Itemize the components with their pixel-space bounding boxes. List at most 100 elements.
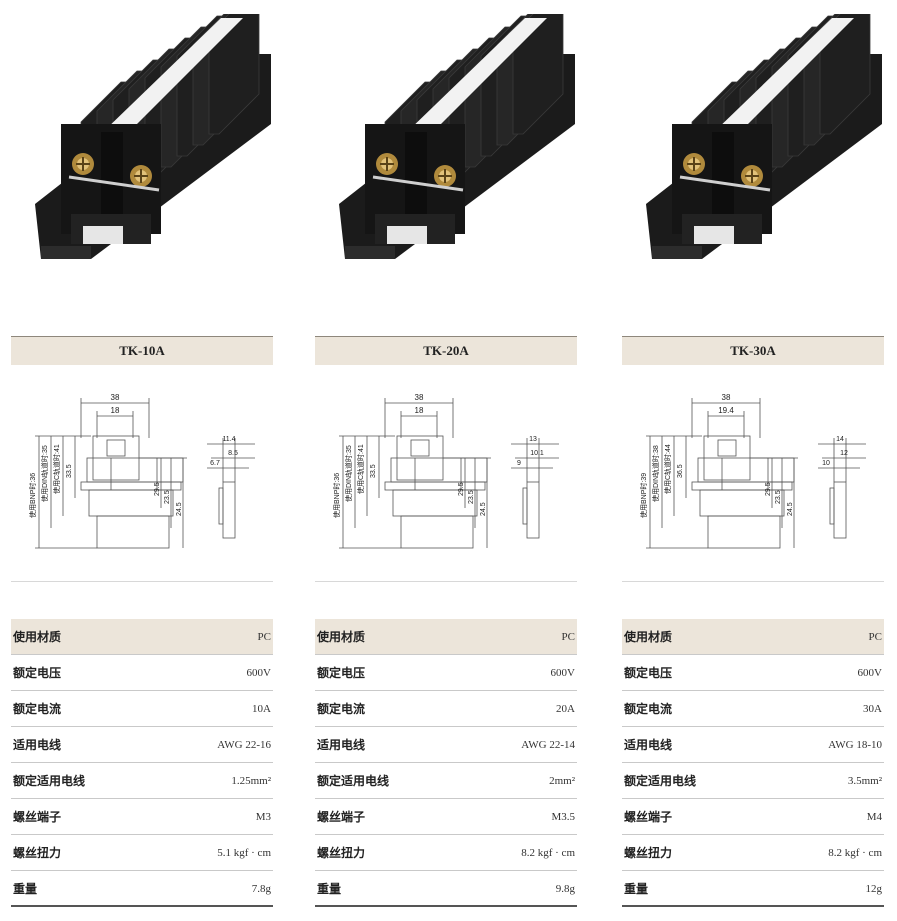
spec-label: 额定适用电线 — [317, 774, 390, 788]
spec-value: AWG 22-16 — [217, 739, 271, 751]
spec-value: 9.8g — [555, 883, 575, 895]
spec-row: 适用电线 AWG 22-14 — [315, 727, 577, 763]
spec-row: 螺丝端子 M4 — [622, 799, 884, 835]
spec-label: 额定电压 — [624, 666, 673, 680]
spec-row: 额定电流 10A — [11, 691, 273, 727]
dim-side-3: 9 — [517, 460, 521, 467]
terminal-block-photo — [35, 14, 271, 259]
spec-label: 额定电流 — [317, 702, 366, 716]
spec-row: 螺丝扭力 5.1 kgf · cm — [11, 835, 273, 871]
product-column: TK-10A — [11, 0, 273, 921]
spec-value: 7.8g — [251, 883, 271, 895]
spec-label: 螺丝端子 — [317, 810, 366, 824]
dim-side-3: 10 — [822, 460, 830, 467]
terminal-block-photo — [339, 14, 575, 259]
model-name: TK-10A — [119, 343, 165, 358]
spec-row: 使用材质 PC — [315, 619, 577, 655]
dim-side-2: 8.5 — [228, 450, 238, 457]
spec-label: 适用电线 — [13, 738, 62, 752]
spec-value: 8.2 kgf · cm — [828, 847, 882, 859]
spec-row: 额定电压 600V — [315, 655, 577, 691]
model-header: TK-10A — [11, 336, 273, 365]
spec-value: PC — [257, 631, 271, 643]
spec-label: 使用材质 — [624, 630, 673, 644]
dim-top-outer: 38 — [415, 393, 424, 402]
spec-value: 3.5mm² — [847, 775, 882, 787]
dim-side-1: 11.4 — [222, 436, 235, 443]
spec-row: 额定适用电线 1.25mm² — [11, 763, 273, 799]
dim-left-a: 使用BNP时:39 — [639, 473, 648, 518]
spec-row: 额定电压 600V — [622, 655, 884, 691]
spec-row: 重量 9.8g — [315, 871, 577, 907]
spec-row: 螺丝扭力 8.2 kgf · cm — [315, 835, 577, 871]
spec-label: 额定电压 — [13, 666, 62, 680]
dim-right-b: 23.5 — [775, 490, 782, 504]
dim-right-b: 23.5 — [164, 490, 171, 504]
spec-value: PC — [561, 631, 575, 643]
screw-terminal — [434, 165, 456, 187]
spec-value: AWG 18-10 — [828, 739, 882, 751]
spec-value: 600V — [246, 667, 271, 679]
spec-row: 使用材质 PC — [11, 619, 273, 655]
dim-top-inner: 19.4 — [718, 406, 734, 415]
divider — [315, 581, 577, 582]
housing-fin — [512, 14, 564, 135]
spec-label: 适用电线 — [317, 738, 366, 752]
dim-top-outer: 38 — [111, 393, 120, 402]
model-name: TK-20A — [423, 343, 469, 358]
screw-terminal — [683, 153, 705, 175]
spec-label: 螺丝端子 — [624, 810, 673, 824]
dimension-drawing: 38 18 使用BNP时:36 使用DIN轨道时:35 使用C轨道时:41 33… — [332, 393, 559, 549]
spec-value: M4 — [866, 811, 882, 823]
spec-value: 600V — [857, 667, 882, 679]
spec-row: 额定适用电线 3.5mm² — [622, 763, 884, 799]
spec-label: 额定电压 — [317, 666, 366, 680]
spec-row: 适用电线 AWG 18-10 — [622, 727, 884, 763]
spec-table: 使用材质 PC 额定电压 600V 额定电流 30A 适用电线 AWG 18-1… — [622, 619, 884, 907]
spec-row: 螺丝端子 M3 — [11, 799, 273, 835]
dim-right-c: 24.5 — [176, 502, 183, 516]
spec-label: 额定适用电线 — [624, 774, 697, 788]
spec-value: 5.1 kgf · cm — [217, 847, 271, 859]
dim-left-c: 使用C轨道时:41 — [52, 444, 61, 494]
dim-left-d: 33.5 — [370, 464, 377, 478]
spec-label: 额定电流 — [624, 702, 673, 716]
dim-top-inner: 18 — [415, 406, 424, 415]
spec-row: 适用电线 AWG 22-16 — [11, 727, 273, 763]
dim-side-1: 13 — [529, 436, 537, 443]
model-header: TK-30A — [622, 336, 884, 365]
spec-value: 8.2 kgf · cm — [521, 847, 575, 859]
spec-table: 使用材质 PC 额定电压 600V 额定电流 20A 适用电线 AWG 22-1… — [315, 619, 577, 907]
dim-left-b: 使用DIN轨道时:35 — [40, 445, 49, 502]
spec-value: PC — [868, 631, 882, 643]
product-column: TK-20A — [315, 0, 577, 921]
spec-label: 额定适用电线 — [13, 774, 86, 788]
spec-label: 适用电线 — [624, 738, 673, 752]
spec-row: 重量 7.8g — [11, 871, 273, 907]
dim-right-c: 24.5 — [787, 502, 794, 516]
dim-right-a: 29.5 — [765, 482, 772, 496]
model-header: TK-20A — [315, 336, 577, 365]
spec-value: 1.25mm² — [231, 775, 271, 787]
terminal-block-photo — [646, 14, 882, 259]
dimension-drawing: 38 19.4 使用BNP时:39 使用DIN轨道时:38 使用C轨道时:44 … — [639, 393, 866, 549]
spec-label: 螺丝扭力 — [317, 846, 366, 860]
spec-label: 重量 — [13, 882, 38, 896]
spec-value: M3.5 — [551, 811, 575, 823]
dim-side-2: 10.1 — [530, 450, 544, 457]
spec-row: 额定电流 30A — [622, 691, 884, 727]
dim-left-d: 36.5 — [677, 464, 684, 478]
product-column: TK-30A — [622, 0, 884, 921]
spec-label: 额定电流 — [13, 702, 62, 716]
dim-right-c: 24.5 — [480, 502, 487, 516]
dim-left-b: 使用DIN轨道时:38 — [651, 445, 660, 502]
dim-side-2: 12 — [840, 450, 848, 457]
spec-label: 螺丝扭力 — [13, 846, 62, 860]
divider — [11, 581, 273, 582]
spec-label: 螺丝扭力 — [624, 846, 673, 860]
dim-right-a: 29.5 — [458, 482, 465, 496]
screw-terminal — [72, 153, 94, 175]
dim-left-a: 使用BNP时:36 — [28, 473, 37, 518]
dimension-drawing: 38 18 使用BNP时:36 使用DIN轨道时:35 使用C轨道时:41 33… — [28, 393, 255, 549]
spec-label: 重量 — [317, 882, 342, 896]
